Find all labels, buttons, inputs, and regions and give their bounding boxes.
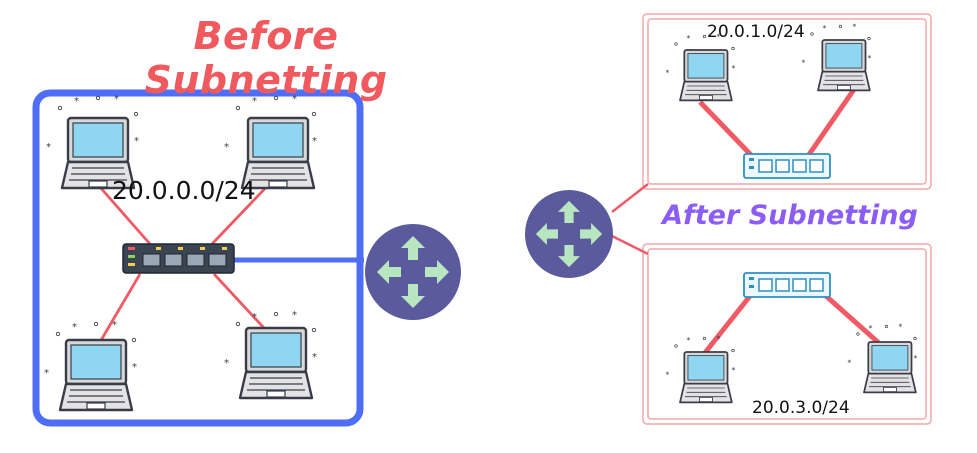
router-icon [525,190,613,278]
laptop-icon [817,39,871,92]
after-subnetting-title: After Subnetting [662,200,918,231]
laptop-icon [238,326,314,400]
top-subnet-address: 20.0.1.0/24 [707,22,805,42]
after-subnet-bottom-frame [642,243,932,425]
laptop-icon [58,338,134,412]
laptop-icon [679,351,733,404]
laptop-icon [679,49,733,102]
network-switch-icon [743,272,831,298]
router-icon [365,224,461,320]
router-uplinks [611,183,649,256]
laptop-icon [863,341,917,394]
top-subnet-cables [698,86,858,158]
network-switch-icon [743,153,831,179]
after-subnet-top-frame [642,13,932,190]
bottom-subnet-address: 20.0.3.0/24 [752,398,850,418]
network-switch-icon [122,243,235,274]
before-subnetting-title: Before Subnetting [144,14,388,102]
bottom-subnet-cables [702,294,882,356]
before-network-address: 20.0.0.0/24 [112,176,256,205]
